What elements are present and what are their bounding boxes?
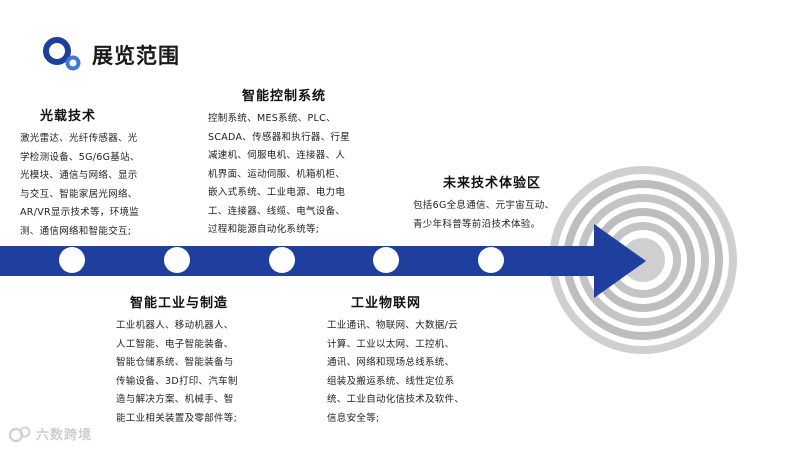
category-description: 工业通讯、物联网、大数据/云 计算、工业以太网、工控机、 通讯、网络和现场总线系…	[327, 317, 464, 428]
description-line: 传输设备、3D打印、汽车制	[116, 375, 238, 387]
category-title: 光载技术	[40, 109, 97, 124]
category-control-systems: 智能控制系统 控制系统、MES系统、PLC、 SCADA、传感器和执行器、行星 …	[208, 85, 350, 240]
description-line: 机界面、运动伺服、机箱机柜、	[208, 168, 346, 180]
category-description: 包括6G全息通信、元宇宙互动、 青少年科普等前沿技术体验。	[413, 197, 554, 234]
category-description: 控制系统、MES系统、PLC、 SCADA、传感器和执行器、行星 减速机、伺服电…	[208, 110, 350, 240]
category-description: 激光雷达、光纤传感器、光 学检测设备、5G/6G基站、 光模块、通信与网络、显示…	[20, 130, 140, 241]
description-line: 学检测设备、5G/6G基站、	[20, 151, 140, 163]
description-line: 测、通信网络和智能交互;	[20, 225, 132, 237]
description-line: 过程和能源自动化系统等;	[208, 224, 320, 235]
timeline-node	[59, 247, 85, 273]
two-rings-logo-icon	[43, 37, 81, 71]
category-title: 智能工业与制造	[130, 296, 229, 311]
category-title: 智能控制系统	[242, 89, 327, 104]
category-description: 工业机器人、移动机器人、 人工智能、电子智能装备、 智能仓储系统、智能装备与 传…	[116, 317, 238, 428]
description-line: 控制系统、MES系统、PLC、	[208, 113, 336, 124]
timeline-node	[478, 247, 504, 273]
timeline-node	[373, 247, 399, 273]
watermark: 六数跨境	[8, 424, 92, 443]
category-smart-manufacturing: 智能工业与制造 工业机器人、移动机器人、 人工智能、电子智能装备、 智能仓储系统…	[116, 292, 238, 428]
description-line: 工业机器人、移动机器人、	[116, 320, 234, 331]
page-title: 展览范围	[92, 44, 180, 68]
description-line: 造与解决方案、机械手、智	[116, 394, 234, 405]
category-future-tech: 未来技术体验区 包括6G全息通信、元宇宙互动、 青少年科普等前沿技术体验。	[413, 172, 554, 234]
description-line: 包括6G全息通信、元宇宙互动、	[413, 200, 555, 211]
category-optical: 光载技术 激光雷达、光纤传感器、光 学检测设备、5G/6G基站、 光模块、通信与…	[20, 105, 140, 241]
description-line: 能工业相关装置及零部件等;	[116, 412, 238, 424]
timeline-node	[164, 247, 190, 273]
description-line: 光模块、通信与网络、显示	[20, 170, 138, 181]
description-line: 激光雷达、光纤传感器、光	[20, 133, 138, 144]
description-line: 计算、工业以太网、工控机、	[327, 338, 455, 350]
description-line: 嵌入式系统、工业电源、电力电	[208, 187, 346, 198]
description-line: 与交互、智能家居光网络、	[20, 188, 138, 200]
description-line: 人工智能、电子智能装备、	[116, 338, 234, 350]
description-line: SCADA、传感器和执行器、行星	[208, 131, 351, 143]
description-line: 信息安全等;	[327, 412, 380, 424]
description-line: 组装及搬运系统、线性定位系	[327, 375, 455, 387]
description-line: 工、连接器、线缆、电气设备、	[208, 205, 346, 217]
description-line: 减速机、伺服电机、连接器、人	[208, 150, 346, 161]
watermark-text: 六数跨境	[36, 428, 93, 443]
description-line: AR/VR显示技术等，环境监	[20, 207, 140, 218]
category-title: 工业物联网	[351, 296, 422, 311]
brand-logo-icon	[8, 426, 31, 442]
description-line: 工业通讯、物联网、大数据/云	[327, 320, 458, 331]
description-line: 通讯、网络和现场总线系统、	[327, 357, 455, 368]
timeline-node	[269, 247, 295, 273]
category-industrial-iot: 工业物联网 工业通讯、物联网、大数据/云 计算、工业以太网、工控机、 通讯、网络…	[327, 292, 464, 428]
description-line: 统、工业自动化信技术及软件、	[327, 394, 465, 405]
category-title: 未来技术体验区	[443, 176, 542, 191]
timeline-nodes	[59, 247, 504, 273]
description-line: 青少年科普等前沿技术体验。	[413, 218, 541, 230]
description-line: 智能仓储系统、智能装备与	[116, 357, 234, 368]
